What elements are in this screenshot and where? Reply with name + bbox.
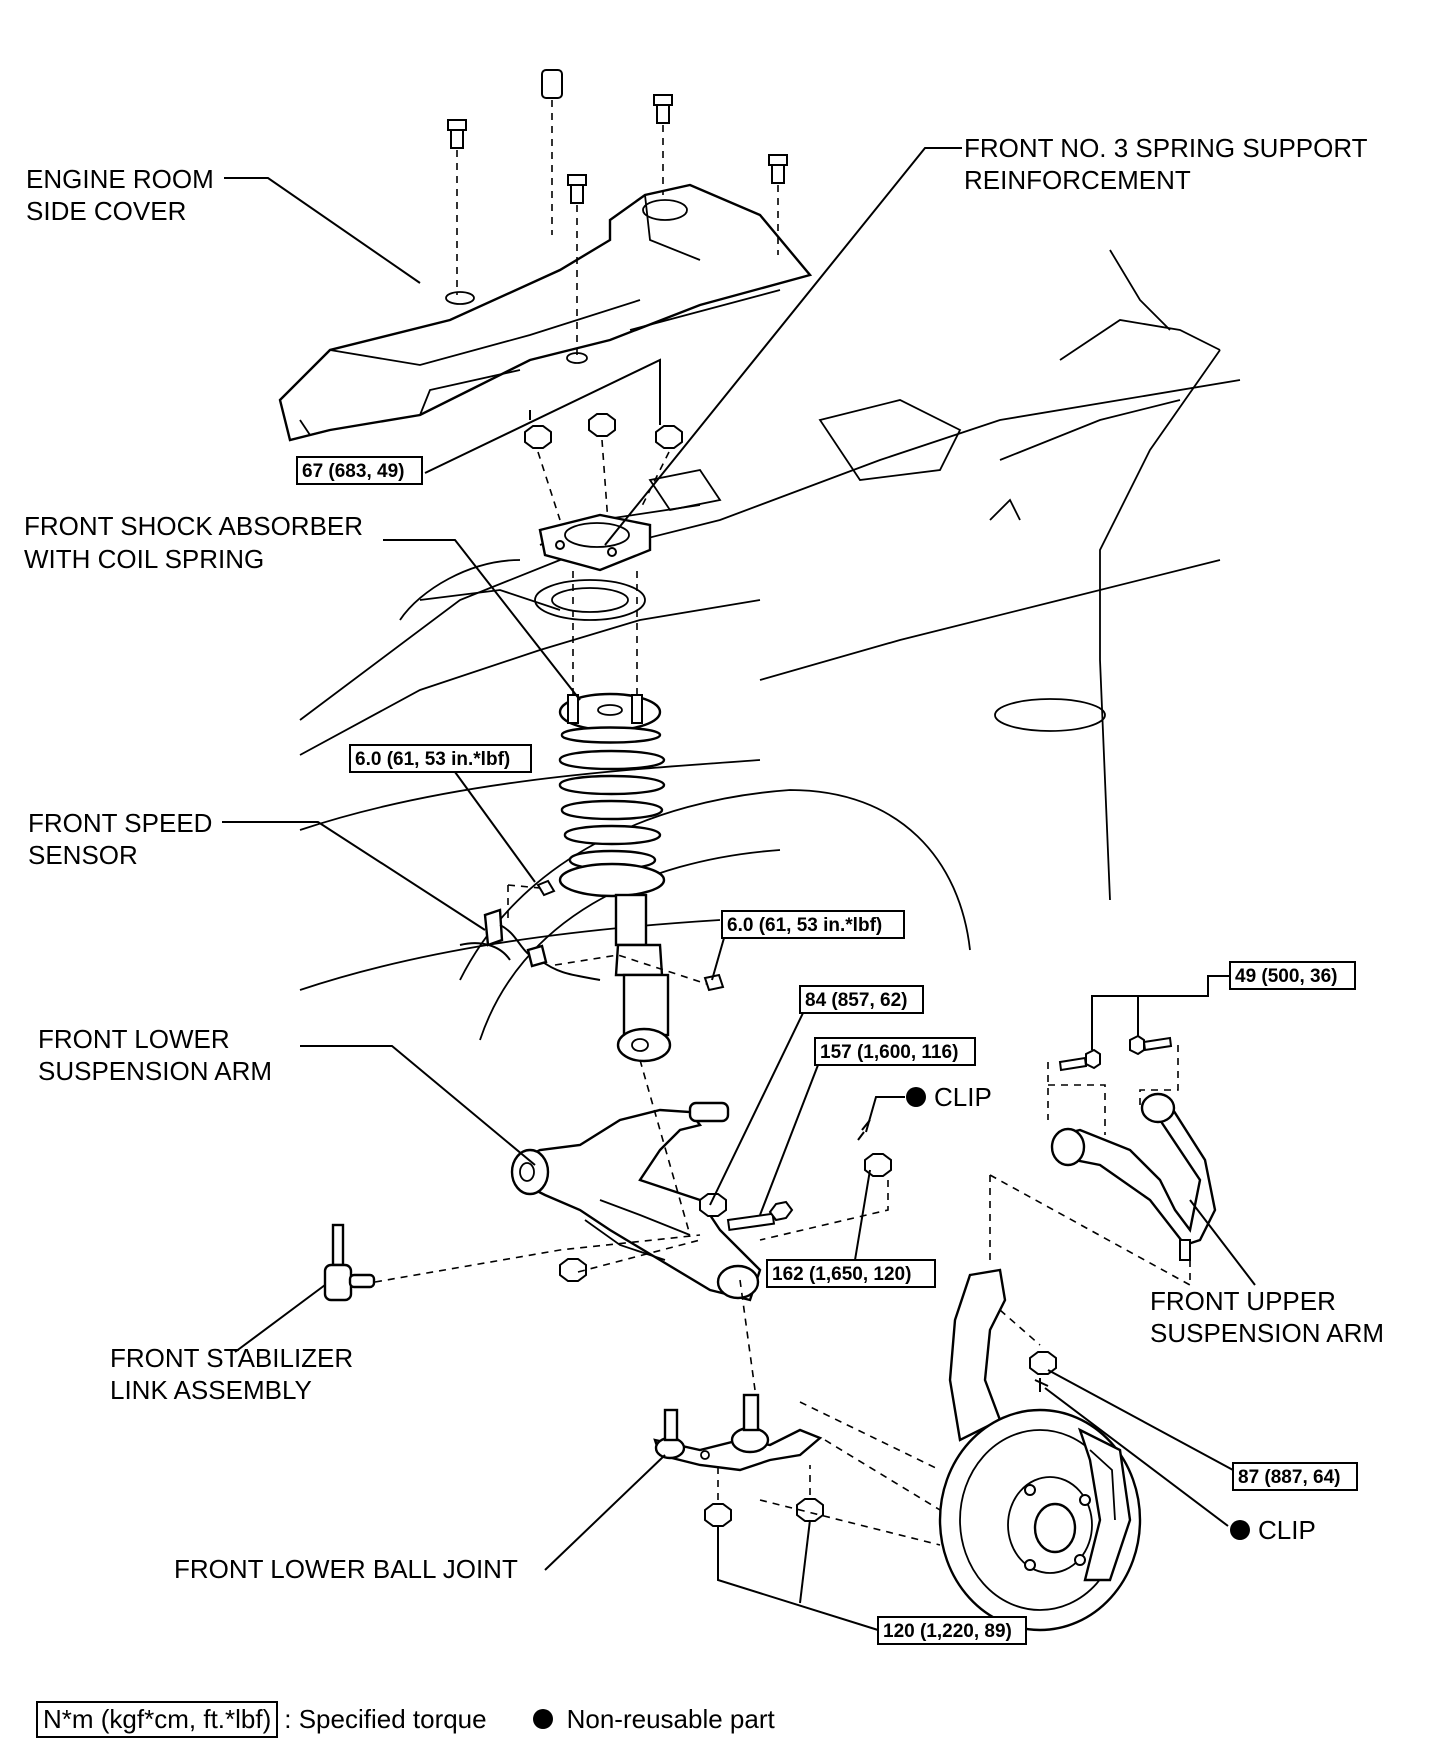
front-lower-ball-joint [653,1279,824,1527]
svg-text:157 (1,600, 116): 157 (1,600, 116) [820,1042,958,1063]
label-clip-upper: CLIP [865,1082,992,1133]
torque-ball-joint-bolts: 120 (1,220, 89) [717,1519,1027,1645]
label-front-speed-sensor: FRONT SPEED SENSOR [28,808,486,931]
svg-text:ENGINE ROOM: ENGINE ROOM [26,164,214,194]
torque-lower-arm-bolt: 157 (1,600, 116) [759,1037,976,1216]
svg-text:FRONT STABILIZER: FRONT STABILIZER [110,1343,353,1373]
legend-torque-text: : Specified torque [284,1703,487,1734]
torque-cover-nuts: 67 (683, 49) [296,456,423,485]
steering-knuckle-disc [938,1268,1142,1632]
cover-clip-dashes [456,100,779,358]
front-speed-sensor [459,879,725,992]
torque-shock-bracket-bolt: 6.0 (61, 53 in.*lbf) [711,910,905,981]
label-front-lower-ball-joint: FRONT LOWER BALL JOINT [174,1454,666,1584]
label-front-stabilizer-link: FRONT STABILIZER LINK ASSEMBLY [110,1284,353,1405]
front-upper-suspension-arm [1050,1092,1217,1261]
spring-support-reinforcement [538,513,652,572]
svg-text:SUSPENSION ARM: SUSPENSION ARM [38,1056,272,1086]
label-front-no3-spring-support: FRONT NO. 3 SPRING SUPPORT REINFORCEMENT [604,133,1368,546]
svg-text:LINK ASSEMBLY: LINK ASSEMBLY [110,1375,312,1405]
svg-text:SIDE COVER: SIDE COVER [26,196,186,226]
lower-arm-fasteners [559,1119,892,1282]
nonreusable-dot-icon [906,1087,926,1107]
svg-text:FRONT UPPER: FRONT UPPER [1150,1286,1336,1316]
svg-text:SENSOR: SENSOR [28,840,138,870]
svg-text:6.0 (61, 53 in.*lbf): 6.0 (61, 53 in.*lbf) [727,915,882,936]
front-stabilizer-link [323,1223,701,1302]
torque-speed-sensor-bolt: 6.0 (61, 53 in.*lbf) [349,744,536,883]
svg-text:CLIP: CLIP [934,1082,992,1112]
torque-lower-arm-nut: 84 (857, 62) [709,985,924,1206]
upper-arm-nut-clip [999,1309,1057,1392]
svg-text:FRONT LOWER: FRONT LOWER [38,1024,230,1054]
label-clip-lower: CLIP [1044,1387,1316,1545]
svg-text:6.0 (61, 53 in.*lbf): 6.0 (61, 53 in.*lbf) [355,749,510,770]
svg-text:FRONT LOWER BALL JOINT: FRONT LOWER BALL JOINT [174,1554,518,1584]
cover-torque-bracket [424,358,661,474]
svg-text:162 (1,650, 120): 162 (1,650, 120) [772,1264,911,1285]
ball-joint-to-knuckle-dashes [759,1401,941,1546]
svg-text:120 (1,220, 89): 120 (1,220, 89) [883,1621,1012,1642]
svg-text:WITH COIL SPRING: WITH COIL SPRING [24,544,264,574]
label-engine-room-side-cover: ENGINE ROOM SIDE COVER [26,164,421,284]
svg-text:FRONT SPEED: FRONT SPEED [28,808,212,838]
coil-spring [558,726,666,871]
svg-text:REINFORCEMENT: REINFORCEMENT [964,165,1191,195]
svg-text:84 (857, 62): 84 (857, 62) [805,990,907,1011]
svg-text:87 (887, 64): 87 (887, 64) [1238,1467,1340,1488]
legend-torque-box: N*m (kgf*cm, ft.*lbf) [36,1700,279,1738]
shock-to-arm-dash [639,1059,691,1236]
upper-arm-bolts [1047,1034,1191,1285]
cover-clip-icons [447,69,788,204]
svg-text:CLIP: CLIP [1258,1515,1316,1545]
front-shock-absorber [558,570,672,1063]
svg-text:67 (683, 49): 67 (683, 49) [302,461,404,482]
torque-ball-joint-nut: 162 (1,650, 120) [766,1169,936,1288]
torque-upper-arm-bolts: 49 (500, 36) [1091,961,1356,1050]
svg-text:49 (500, 36): 49 (500, 36) [1235,966,1337,987]
torque-upper-arm-nut: 87 (887, 64) [1047,1369,1358,1491]
legend-nonreusable-text: Non-reusable part [566,1703,775,1734]
suspension-exploded-diagram: ENGINE ROOM SIDE COVER FRONT NO. 3 SPRIN… [24,69,1384,1645]
legend: N*m (kgf*cm, ft.*lbf) : Specified torque… [36,1700,775,1738]
label-front-upper-suspension-arm: FRONT UPPER SUSPENSION ARM [1150,1199,1384,1348]
engine-room-side-cover [278,183,813,442]
label-front-lower-suspension-arm: FRONT LOWER SUSPENSION ARM [38,1024,536,1166]
vehicle-body-outline [299,249,1241,1041]
nonreusable-dot-icon [532,1709,553,1729]
svg-text:FRONT NO. 3 SPRING SUPPORT: FRONT NO. 3 SPRING SUPPORT [964,133,1368,163]
cover-nut-icons [524,413,683,449]
svg-text:FRONT SHOCK ABSORBER: FRONT SHOCK ABSORBER [24,511,363,541]
label-front-shock-absorber: FRONT SHOCK ABSORBER WITH COIL SPRING [24,511,581,701]
svg-text:SUSPENSION ARM: SUSPENSION ARM [1150,1318,1384,1348]
nonreusable-dot-icon [1230,1520,1250,1540]
